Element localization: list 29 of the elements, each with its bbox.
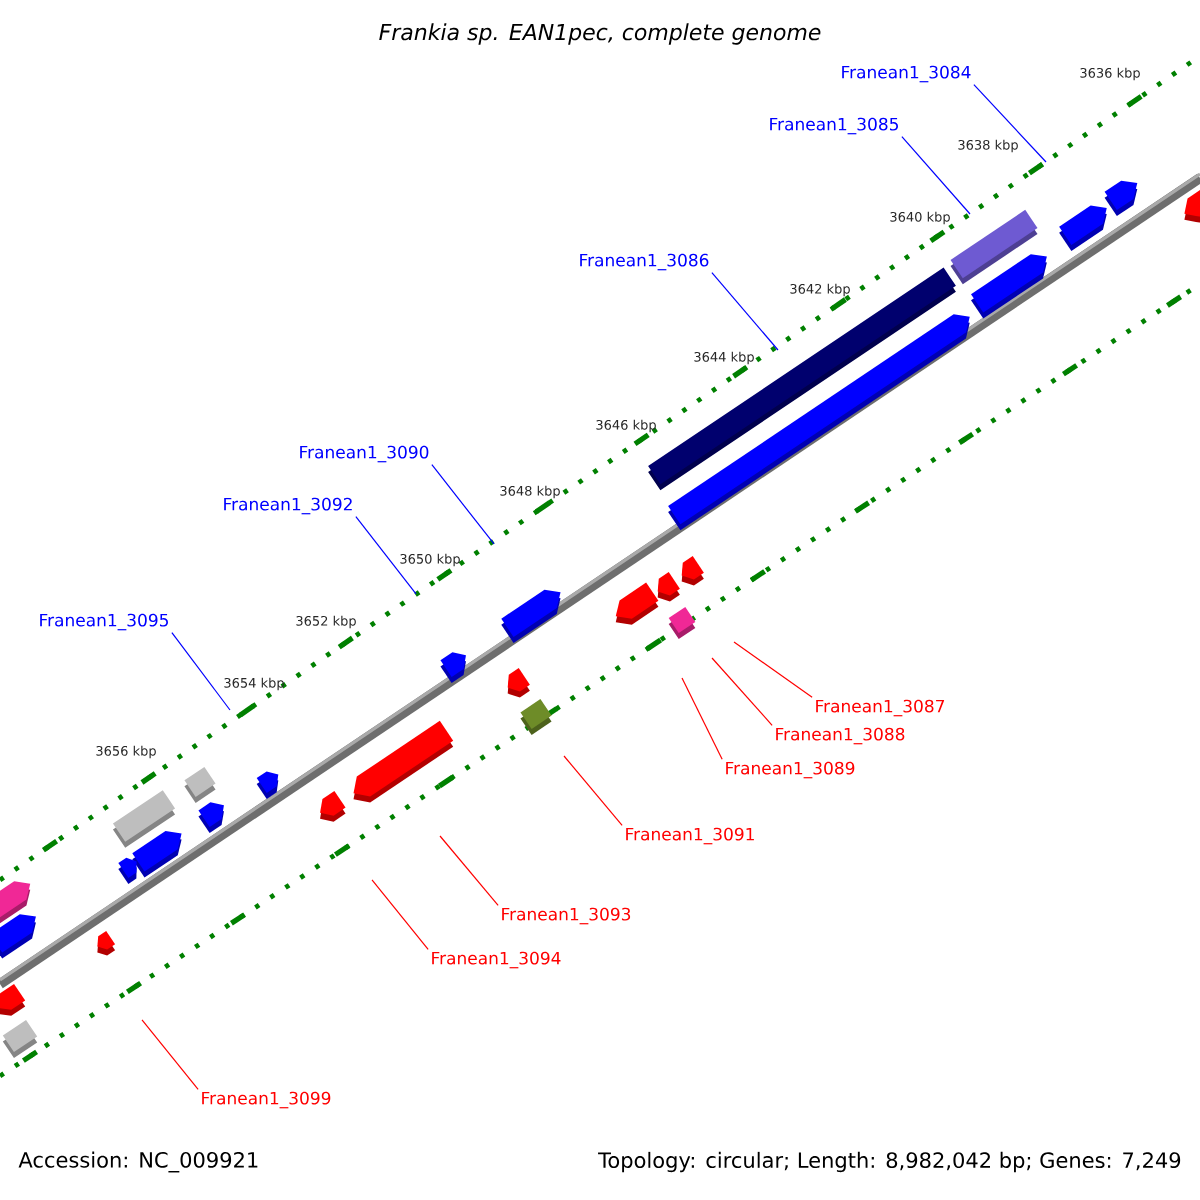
accession-text: Accession: NC_009921 [18,1151,258,1173]
leader-line [681,677,723,760]
gene-label: Franean1_3084 [842,65,971,83]
gene-label: Franean1_3093 [502,907,631,925]
gene-label: Franean1_3085 [770,117,898,135]
gene-label: Franean1_3099 [202,1091,331,1109]
leader-line [563,755,623,826]
leader-line [901,136,971,215]
leader-line [973,84,1047,163]
gene-label: Franean1_3092 [224,497,352,515]
gene-label: Franean1_3089 [726,761,855,779]
title: Frankia sp. EAN1pec, complete genome [379,23,821,45]
leader-line [711,657,773,726]
gene-label: Franean1_3091 [626,827,754,845]
genome-info-text: Topology: circular; Length: 8,982,042 bp; Genes: 7,249 [598,1151,1181,1173]
leader-line [431,464,495,545]
gene-label: Franean1_3086 [580,253,709,271]
leader-line [439,835,499,906]
leader-line [355,516,417,595]
gene-label: Franean1_3090 [300,445,429,463]
leader-line [733,641,813,698]
gene-label: Franean1_3094 [432,951,561,969]
gene-label: Franean1_3095 [40,613,168,631]
gene-label: Franean1_3088 [776,727,905,745]
leader-line [141,1019,199,1090]
leader-line [371,879,429,950]
leader-line [171,632,231,711]
gene-label: Franean1_3087 [816,699,945,717]
leader-line [711,272,779,351]
